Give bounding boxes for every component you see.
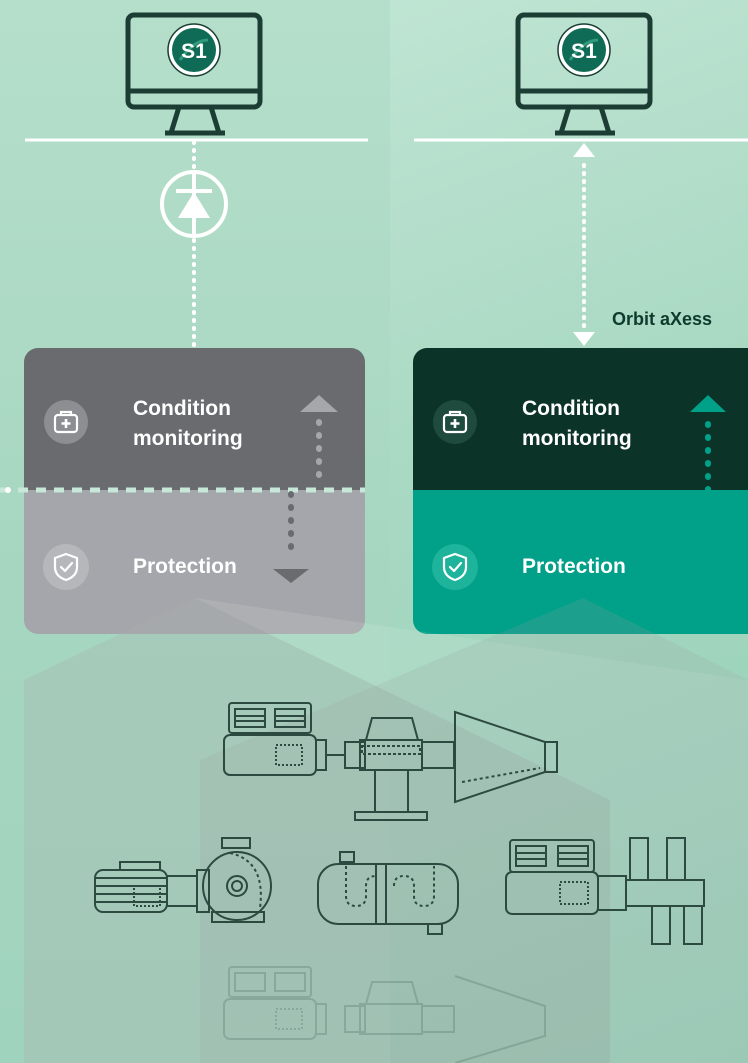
arrow-up-icon: [300, 395, 338, 412]
left-protection-label: Protection: [133, 555, 237, 578]
arrow-down-icon: [273, 569, 309, 583]
diode-icon: [160, 170, 228, 238]
right-light-cone: [200, 598, 748, 1063]
left-monitor-badge: S1: [181, 40, 207, 63]
machinery-reflection: [223, 966, 546, 1063]
right-protection-label: Protection: [522, 555, 626, 578]
shield-check-icon: [432, 544, 478, 590]
left-protection-box: [24, 490, 365, 634]
right-condition-line-1: Condition: [522, 397, 620, 420]
right-condition-label: Condition monitoring: [522, 394, 632, 454]
right-monitor-icon: [515, 12, 653, 136]
right-condition-line-2: monitoring: [522, 427, 632, 450]
left-condition-box: [24, 348, 365, 490]
right-protection-box: [413, 490, 748, 634]
right-monitor-badge: S1: [571, 40, 597, 63]
shield-check-icon: [43, 544, 89, 590]
medical-kit-icon: [433, 400, 477, 444]
right-condition-box: [413, 348, 748, 490]
left-condition-line-2: monitoring: [133, 427, 243, 450]
orbit-axess-label: Orbit aXess: [612, 309, 713, 329]
arrow-up-icon: [690, 395, 726, 412]
left-condition-label: Condition monitoring: [133, 394, 243, 454]
left-light-cone: [24, 598, 748, 1063]
arrow-down-icon: [573, 332, 595, 346]
left-monitor-icon: [125, 12, 263, 136]
left-condition-line-1: Condition: [133, 397, 231, 420]
medical-kit-icon: [44, 400, 88, 444]
arrow-up-icon: [573, 143, 595, 157]
machinery-illustration: [94, 702, 705, 945]
